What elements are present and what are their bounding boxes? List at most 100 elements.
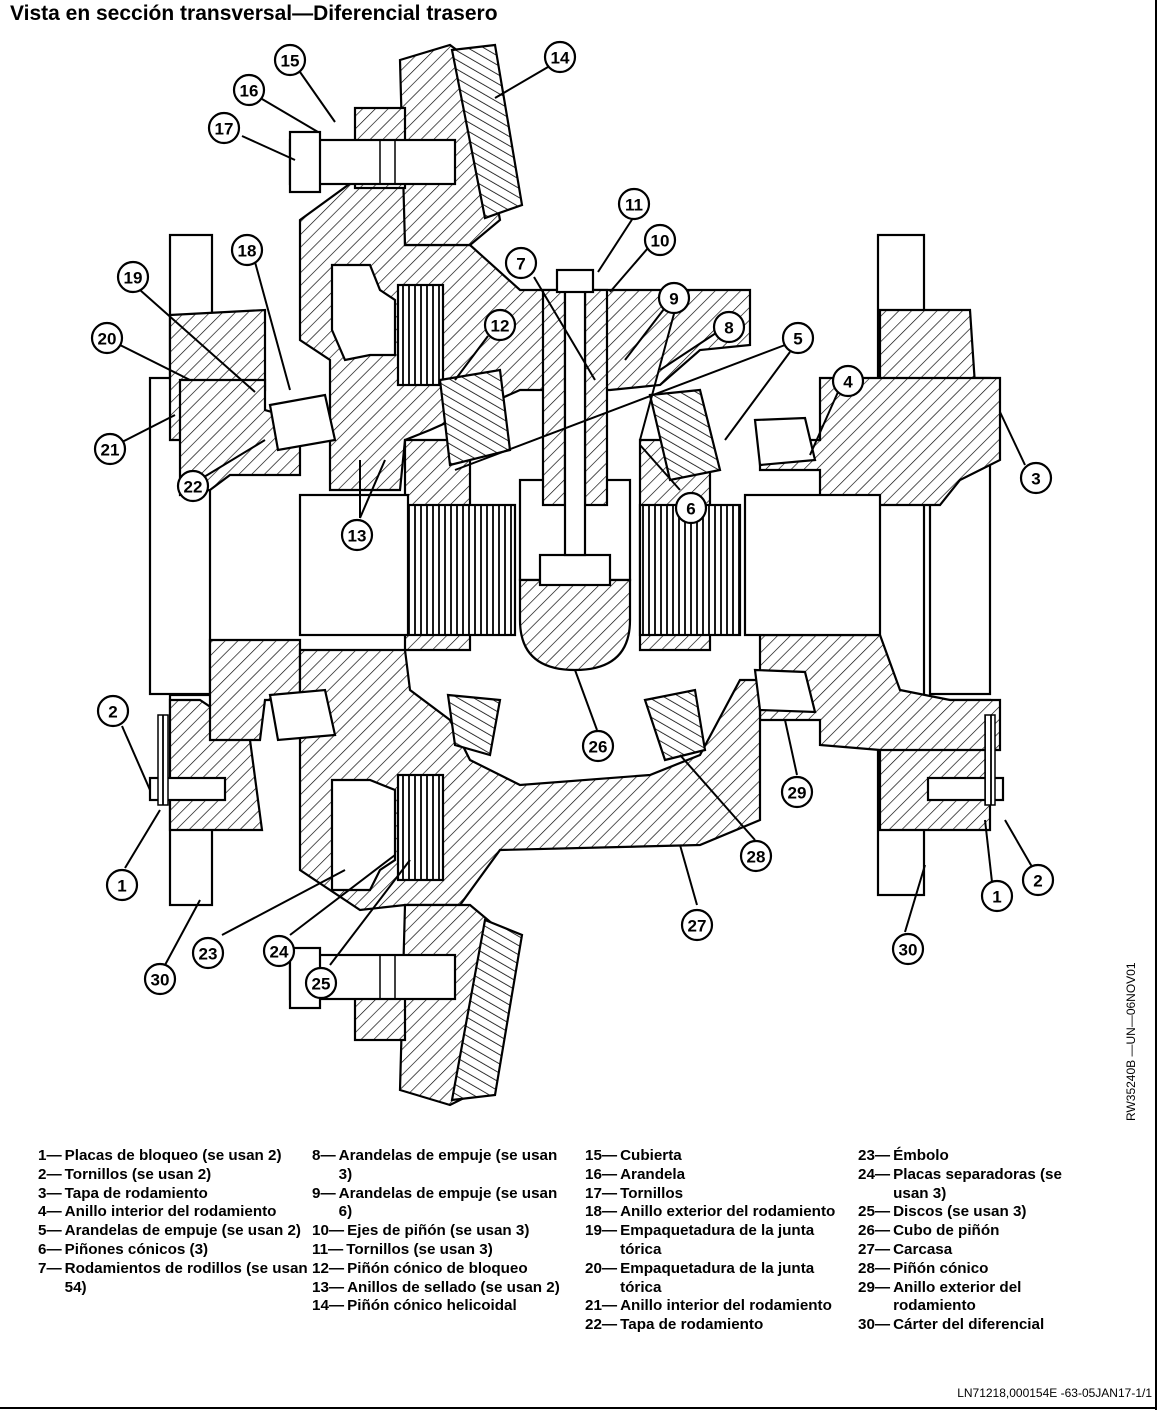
- callout-7: 7: [504, 246, 538, 280]
- callout-8: 8: [712, 310, 746, 344]
- legend-item-number: 25—: [858, 1203, 891, 1221]
- callout-number: 30: [151, 971, 170, 990]
- clutch-pack-lower: [330, 773, 445, 892]
- callout-number: 11: [625, 196, 643, 215]
- callout-number: 8: [724, 319, 733, 338]
- cross-section-diagram: 1234567891011121314151617181920212223242…: [90, 40, 1055, 1107]
- legend-item-text: Tapa de rodamiento: [64, 1184, 208, 1202]
- leader-lines: [119, 66, 1036, 966]
- legend-item: 7—Rodamientos de rodillos (se usan 54): [38, 1260, 308, 1298]
- callout-number: 25: [312, 975, 331, 994]
- legend-item-number: 14—: [312, 1297, 345, 1315]
- legend-item: 20—Empaquetadura de la junta tórica: [585, 1260, 855, 1298]
- legend-item-number: 17—: [585, 1184, 618, 1202]
- legend-item: 1—Placas de bloqueo (se usan 2): [38, 1147, 308, 1166]
- legend-item-text: Cubo de piñón: [893, 1222, 1000, 1240]
- legend-item-number: 23—: [858, 1147, 891, 1164]
- frame-border-right: [1155, 0, 1157, 1410]
- legend-item-text: Tornillos: [620, 1184, 684, 1202]
- callout-5: 5: [781, 321, 815, 355]
- legend-item: 26—Cubo de piñón: [858, 1222, 1098, 1241]
- legend-item-text: Tapa de rodamiento: [620, 1316, 764, 1334]
- callout-15: 15: [273, 43, 307, 77]
- document-footer-code: LN71218,000154E -63-05JAN17-1/1: [957, 1386, 1152, 1400]
- legend-item: 13—Anillos de sellado (se usan 2): [312, 1279, 572, 1298]
- callout-number: 6: [686, 500, 695, 519]
- diagram-title: Vista en sección transversal—Diferencial…: [10, 2, 498, 25]
- legend-item: 18—Anillo exterior del rodamiento: [585, 1203, 855, 1222]
- callout-2: 2: [1021, 863, 1055, 897]
- legend-item-text: Empaquetadura de la junta tórica: [620, 1222, 815, 1258]
- legend-item-number: 1—: [38, 1147, 62, 1164]
- callout-number: 20: [98, 330, 117, 349]
- callout-3: 3: [1019, 461, 1053, 495]
- legend-item-number: 5—: [38, 1222, 62, 1240]
- legend-item-text: Tornillos (se usan 2): [64, 1165, 212, 1183]
- callout-21: 21: [93, 432, 127, 466]
- legend-item-number: 13—: [312, 1278, 345, 1296]
- callout-25: 25: [304, 966, 338, 1000]
- callout-22: 22: [176, 469, 210, 503]
- legend-item-number: 20—: [585, 1259, 618, 1277]
- legend-item-text: Placas de bloqueo (se usan 2): [64, 1147, 282, 1164]
- legend-item: 21—Anillo interior del rodamiento: [585, 1297, 855, 1316]
- legend-item: 6—Piñones cónicos (3): [38, 1241, 308, 1260]
- bearing-cap-left: [178, 378, 302, 742]
- frame-border-bottom: [0, 1407, 1157, 1409]
- legend-column-2: 8—Arandelas de empuje (se usan 3)9—Arand…: [312, 1147, 572, 1316]
- callout-number: 13: [348, 527, 367, 546]
- callout-number: 1: [992, 888, 1001, 907]
- legend-item-text: Discos (se usan 3): [893, 1203, 1027, 1221]
- callout-number: 28: [747, 848, 766, 867]
- callout-28: 28: [739, 839, 773, 873]
- legend-item-number: 30—: [858, 1316, 891, 1334]
- callout-number: 23: [199, 945, 218, 964]
- callout-number: 18: [238, 242, 257, 261]
- callout-number: 12: [491, 317, 510, 336]
- legend-item-text: Piñones cónicos (3): [64, 1240, 209, 1258]
- legend-item-number: 26—: [858, 1222, 891, 1240]
- legend-item-number: 29—: [858, 1278, 891, 1296]
- legend-item-number: 12—: [312, 1259, 345, 1277]
- callout-1: 1: [105, 868, 139, 902]
- legend-item-number: 2—: [38, 1165, 62, 1183]
- legend-item: 16—Arandela: [585, 1166, 855, 1185]
- legend-item: 9—Arandelas de empuje (se usan 6): [312, 1185, 572, 1223]
- legend-item: 5—Arandelas de empuje (se usan 2): [38, 1222, 308, 1241]
- callout-18: 18: [230, 233, 264, 267]
- callout-number: 14: [551, 49, 570, 68]
- legend-item-number: 18—: [585, 1203, 618, 1221]
- callout-number: 9: [669, 290, 678, 309]
- callout-17: 17: [207, 111, 241, 145]
- cover-and-bolts-upper: [288, 106, 457, 194]
- legend-item-text: Anillo exterior del rodamiento: [893, 1278, 1022, 1315]
- legend-item-text: Arandelas de empuje (se usan 2): [64, 1222, 301, 1240]
- callout-number: 24: [270, 943, 289, 962]
- callout-29: 29: [780, 775, 814, 809]
- legend-item: 14—Piñón cónico helicoidal: [312, 1297, 572, 1316]
- legend-item: 3—Tapa de rodamiento: [38, 1185, 308, 1204]
- callout-number: 27: [688, 917, 707, 936]
- legend-item-number: 19—: [585, 1222, 618, 1240]
- legend-item-number: 22—: [585, 1316, 618, 1334]
- callout-number: 17: [215, 120, 234, 139]
- legend-item-number: 9—: [312, 1184, 336, 1202]
- callout-9: 9: [657, 281, 691, 315]
- legend-item-number: 7—: [38, 1259, 62, 1277]
- legend-item: 24—Placas separadoras (se usan 3): [858, 1166, 1098, 1204]
- callout-30: 30: [143, 962, 177, 996]
- legend-item-text: Cárter del diferencial: [893, 1316, 1045, 1334]
- legend-item-number: 11—: [312, 1240, 344, 1258]
- legend-item-text: Anillos de sellado (se usan 2): [347, 1278, 560, 1296]
- callout-number: 1: [117, 877, 126, 896]
- legend-item-number: 4—: [38, 1203, 62, 1221]
- legend-item-text: Tornillos (se usan 3): [346, 1240, 493, 1258]
- legend-item-text: Arandelas de empuje (se usan 3): [338, 1147, 558, 1183]
- legend-item-number: 3—: [38, 1184, 62, 1202]
- legend-item: 29—Anillo exterior del rodamiento: [858, 1279, 1098, 1317]
- legend-item-text: Empaquetadura de la junta tórica: [620, 1259, 815, 1296]
- callout-number: 10: [651, 232, 670, 251]
- callout-1: 1: [980, 879, 1014, 913]
